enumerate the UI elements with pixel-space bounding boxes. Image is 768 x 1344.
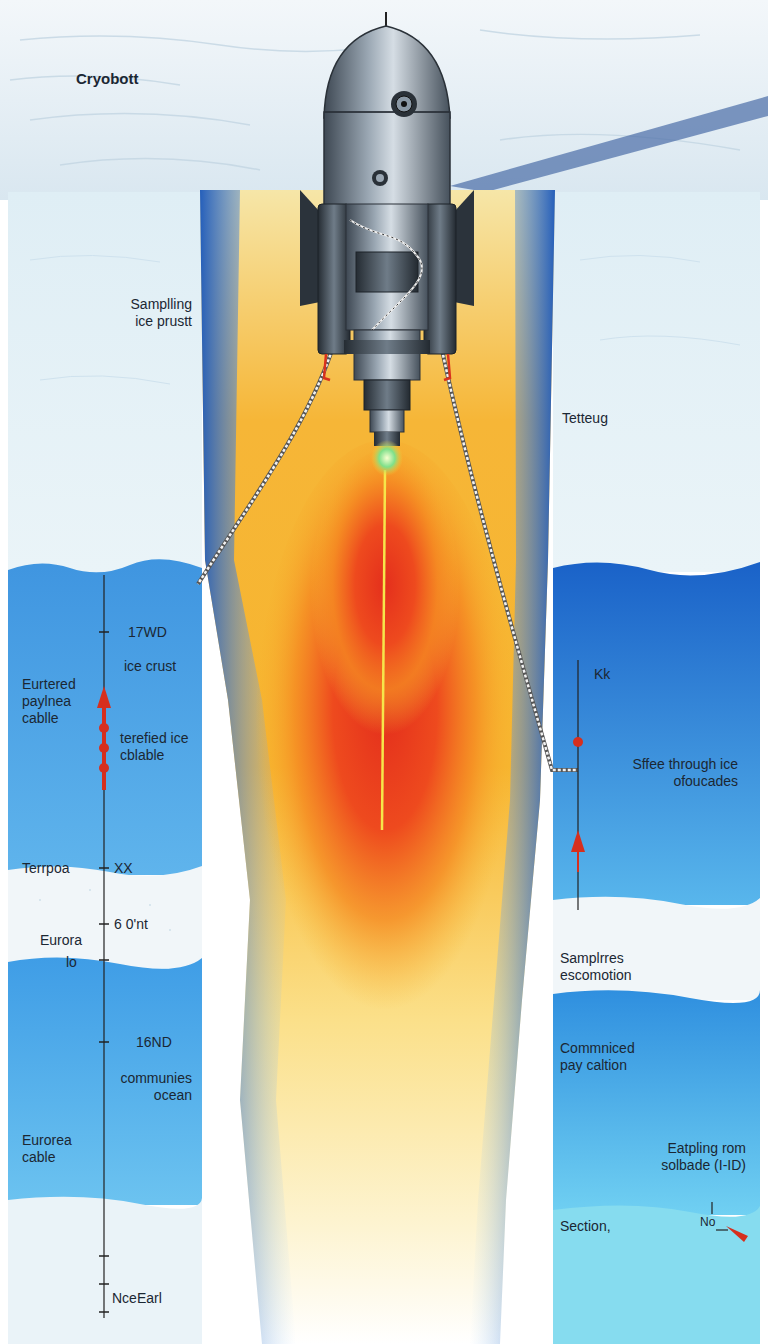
label-text: Samplling ice prustt xyxy=(116,296,192,330)
label-text: 6 0'nt xyxy=(114,916,148,933)
label-text: communies ocean xyxy=(112,1070,192,1104)
label-text: lo xyxy=(66,954,77,971)
label-text: Terrpoa xyxy=(22,860,69,877)
label-text: Tetteug xyxy=(562,410,608,427)
label-text: Eatpling rom solbade (I-ID) xyxy=(618,1140,746,1174)
label-text: Samplrres escomotion xyxy=(560,950,650,984)
label-text: Eurorea cable xyxy=(22,1132,92,1166)
label-text: Eurtered paylnea cablle xyxy=(22,676,96,726)
label-text: 16ND xyxy=(136,1034,172,1051)
label-text: No xyxy=(700,1215,715,1229)
title-text: Cryobott xyxy=(76,70,139,88)
label-text: ice crust xyxy=(124,658,176,675)
label-text: 17WD xyxy=(128,624,167,641)
label-text: NceEarl xyxy=(112,1290,162,1307)
label-text: Sffee through ice ofoucades xyxy=(604,756,738,790)
label-text: XX xyxy=(114,860,133,877)
label-text: Kk xyxy=(594,666,610,683)
label-text: terefied ice cblable xyxy=(120,730,194,764)
label-text: Commniced pay caltion xyxy=(560,1040,650,1074)
label-text: Eurora xyxy=(40,932,82,949)
label-text: Section, xyxy=(560,1218,611,1235)
